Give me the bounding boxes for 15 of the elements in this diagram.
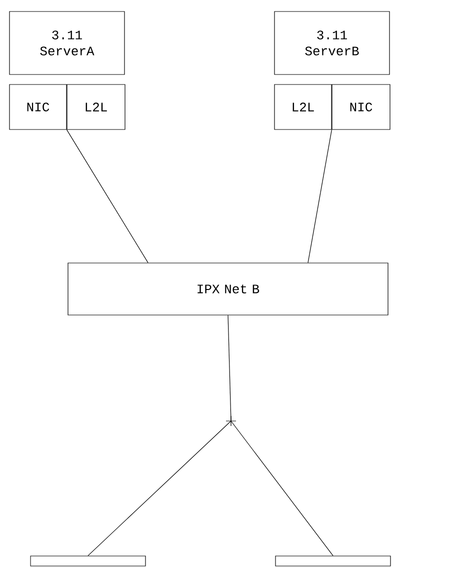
- connector-line: [228, 315, 232, 422]
- device-box: [30, 556, 146, 566]
- interface-box: L2L: [274, 84, 332, 130]
- junction-mark: [226, 416, 236, 426]
- connector-line: [230, 420, 334, 556]
- server-box: 3.11 ServerA: [9, 11, 125, 75]
- device-box: [275, 556, 391, 566]
- connector-line: [308, 130, 332, 263]
- interface-box: NIC: [332, 84, 390, 130]
- connector-line: [88, 420, 232, 556]
- connector-line: [66, 130, 148, 263]
- network-box: IPX Net B: [68, 262, 388, 316]
- interface-box: L2L: [66, 84, 126, 130]
- server-box: 3.11 ServerB: [274, 11, 390, 75]
- interface-box: NIC: [9, 84, 67, 130]
